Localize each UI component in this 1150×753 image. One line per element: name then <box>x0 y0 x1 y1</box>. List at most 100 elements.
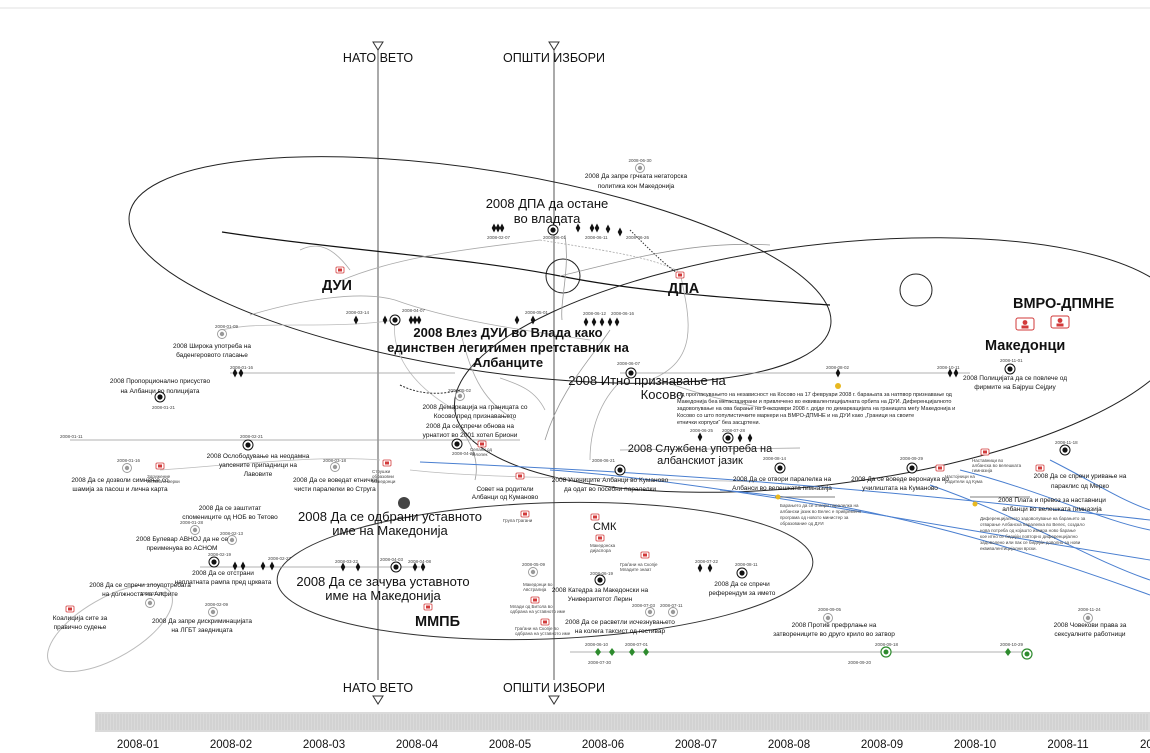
event-merko: 2008-11-18 2008 Да се спречи уривање на … <box>970 440 1127 551</box>
svg-text:одбрана на уставното име: одбрана на уставното име <box>515 631 571 636</box>
event-liberation: 2008-01-11 2008-02-21 2008 Ослободување … <box>60 434 310 478</box>
diamond-node-icon <box>697 563 703 573</box>
svg-text:2008-09-29: 2008-09-29 <box>900 456 924 461</box>
svg-text:2008-01-21: 2008-01-21 <box>152 405 176 410</box>
svg-text:фирмите на Бајруш Сејдиу: фирмите на Бајруш Сејдиу <box>974 384 1056 391</box>
event-avnoj: 2008-02-13 2008 Булевар АВНОЈ да не се п… <box>136 531 243 552</box>
ring-node-icon <box>1004 363 1016 375</box>
svg-text:на ЛГБТ заедницата: на ЛГБТ заедницата <box>171 627 233 634</box>
svg-text:2008 Итно признавање на: 2008 Итно признавање на <box>568 373 726 388</box>
flag-icon <box>540 618 550 626</box>
svg-text:2008 Да се заштитат: 2008 Да се заштитат <box>199 505 262 512</box>
diamond-node-icon <box>416 315 422 325</box>
flag-icon <box>335 266 345 274</box>
event-greek-policy: 2008-06-30 2008 Да запре грчката негатор… <box>585 158 688 190</box>
yellow-node <box>775 494 781 500</box>
svg-text:Универзитетот Лерин: Универзитетот Лерин <box>568 596 633 603</box>
svg-text:2008 Против префрлање на: 2008 Против префрлање на <box>792 622 877 629</box>
person-badge-icon <box>1050 315 1070 329</box>
svg-text:спомениците од НОБ во Тетово: спомениците од НОБ во Тетово <box>182 514 278 521</box>
svg-text:образование од ДУИ: образование од ДУИ <box>780 521 824 526</box>
coalition-ellipse <box>47 583 173 673</box>
svg-text:политика кон Македонија: политика кон Македонија <box>598 183 675 190</box>
event-sex-workers: 2008-11-24 2008 Човекови права за сексуа… <box>1054 607 1127 638</box>
svg-text:на должноста на Алфите: на должноста на Алфите <box>102 591 178 598</box>
ringg-node-icon <box>455 391 465 401</box>
event-bairush: 2008-11-01 2008 Полицијата да се повлече… <box>963 358 1067 391</box>
svg-text:образовни: образовни <box>372 474 394 479</box>
svg-text:2008 Да запре дискриминацијата: 2008 Да запре дискриминацијата <box>152 618 252 625</box>
svg-text:Македонци во: Македонци во <box>523 582 553 587</box>
svg-text:2008-04-08: 2008-04-08 <box>408 559 432 564</box>
svg-text:2008-06-30: 2008-06-30 <box>628 158 652 163</box>
triangle-marker-icon <box>372 695 384 705</box>
ring-node-icon <box>547 224 559 236</box>
ring-node-icon <box>1059 444 1071 456</box>
svg-text:2008-06-01: 2008-06-01 <box>543 235 567 240</box>
diamond-node-icon <box>353 315 359 325</box>
note-group-grgani: Група Грагани <box>503 518 533 523</box>
ring-node-icon <box>390 561 402 573</box>
ring-node-icon <box>154 391 166 403</box>
svg-text:наплатната рампа пред црквата: наплатната рампа пред црквата <box>175 579 272 586</box>
svg-text:Младите знаат: Младите знаат <box>620 567 651 572</box>
month-label: 2008-05 <box>489 739 531 751</box>
blue-influence-lines <box>419 459 1150 596</box>
green-node-row: 2008-06-10 2008-07-01 2008-09-18 2008-10… <box>585 642 1033 665</box>
svg-text:Коалиција сите за: Коалиција сите за <box>53 615 108 622</box>
svg-text:Совет на родители: Совет на родители <box>476 486 533 493</box>
svg-text:Наставници во: Наставници во <box>972 458 1004 463</box>
ringg-node-icon <box>145 598 155 608</box>
svg-text:да одат во посебни паралелки: да одат во посебни паралелки <box>564 485 656 493</box>
svg-text:Граѓани на Скопје во: Граѓани на Скопје во <box>515 625 559 631</box>
svg-text:Селани од: Селани од <box>470 447 492 452</box>
svg-text:2008-02-19: 2008-02-19 <box>208 552 232 557</box>
svg-text:одбрана на уставното име: одбрана на уставното име <box>510 609 566 614</box>
nato-veto-bottom-label: НАТО ВЕТО <box>343 681 413 695</box>
triangle-marker-icon <box>548 695 560 705</box>
event-coalition: Коалиција сите за правично судење <box>53 605 108 631</box>
event-name-kept: 2008-03-22 2008-04-03 2008-04-08 2008 Да… <box>296 557 469 603</box>
ring-node-icon <box>722 432 734 444</box>
event-referendum: 2008-07-22 2008-08-11 2008 Да се спречи … <box>695 559 776 597</box>
svg-text:Од прогласувањето на независно: Од прогласувањето на независност на Косо… <box>677 392 953 398</box>
ring-node-icon <box>774 462 786 474</box>
diamond-node-icon <box>697 432 703 442</box>
month-label: 2008-01 <box>117 739 159 751</box>
svg-text:2008 Полицијата да се повлече: 2008 Полицијата да се повлече од <box>963 375 1067 382</box>
event-religious-edu: 2008-09-29 2008 Да се воведе веронаука в… <box>851 448 1022 492</box>
yellow-node <box>835 383 841 389</box>
svg-text:референдум за името: референдум за името <box>709 590 776 597</box>
flag-icon <box>382 459 392 467</box>
svg-text:2008 Човекови права за: 2008 Човекови права за <box>1054 622 1127 629</box>
svg-text:2008-02-07: 2008-02-07 <box>487 235 511 240</box>
svg-text:Македонија беа метастазирани и: Македонија беа метастазирани и привлечен… <box>677 399 951 405</box>
svg-text:правично судење: правично судење <box>54 624 107 631</box>
svg-text:во владата: во владата <box>514 211 581 226</box>
svg-text:2008-10-11: 2008-10-11 <box>937 365 960 370</box>
svg-text:2008-10-29: 2008-10-29 <box>1000 642 1024 647</box>
svg-text:сексуалните работници: сексуалните работници <box>1054 630 1126 638</box>
svg-text:албанци во велешката гимназија: албанци во велешката гимназија <box>1002 505 1102 513</box>
month-labels: 2008-01 2008-02 2008-03 2008-04 2008-05 … <box>117 739 1150 751</box>
flag-icon <box>640 551 650 559</box>
svg-text:2008 Да се воведе веронаука во: 2008 Да се воведе веронаука во <box>851 476 949 483</box>
diamond-node-icon <box>737 433 743 443</box>
svg-text:параклис од Мерко: параклис од Мерко <box>1051 483 1109 490</box>
note-young-bitola: Млади од Битола во одбрана на уставното … <box>510 596 566 614</box>
event-dui-government: 2008-03-14 2008-04-07 2008-05-01 2008-06… <box>346 308 635 370</box>
svg-text:2008-07-11: 2008-07-11 <box>660 603 683 608</box>
diamond-node-icon <box>605 224 611 234</box>
svg-text:2008 Учениците Албанци во Кума: 2008 Учениците Албанци во Куманово <box>552 476 669 484</box>
svg-text:2008 Ослободување на неодамна: 2008 Ослободување на неодамна <box>207 452 310 460</box>
event-demarcation: 2008-05-02 2008 Демаркација на границата… <box>422 388 527 420</box>
svg-text:2008-04-03: 2008-04-03 <box>380 557 404 562</box>
event-ethnic-parallels: 2008-03-18 2008 Да се воведат етнички чи… <box>293 458 396 493</box>
svg-text:2008-02-21: 2008-02-21 <box>240 434 264 439</box>
svg-text:Македонци: Македонци <box>372 479 396 484</box>
event-flag-usage: 2008-01-09 2008 Широка употреба на баден… <box>173 324 251 359</box>
big-dot-node <box>398 497 410 509</box>
svg-text:2008-09-20: 2008-09-20 <box>848 660 872 665</box>
diamond-node-icon <box>499 223 505 233</box>
